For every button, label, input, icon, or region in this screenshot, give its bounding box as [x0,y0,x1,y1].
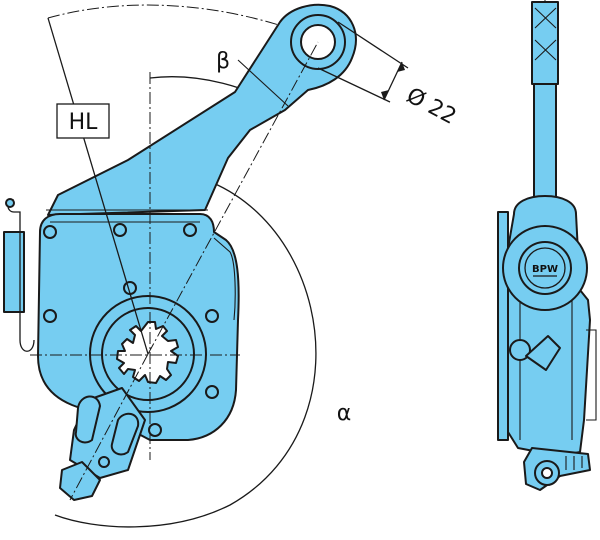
bpw-logo-text: BPW [532,264,558,275]
hl-leader-line [47,17,149,355]
side-lever-hatch [534,7,557,61]
side-lever-top [531,1,559,85]
bolt [205,309,219,323]
housing-rim [46,209,208,223]
side-lever-shaft [533,83,557,205]
bolt [43,309,57,323]
bolt [205,385,219,399]
front-view: HL β α Ø 22 [3,3,460,528]
dim-arrow-top [397,62,405,72]
clip-tip [5,198,15,208]
hl-radius-arc [47,4,301,33]
hl-label-box [56,103,110,139]
housing-bolts [43,223,219,437]
latch-plate [3,231,25,313]
side-flange-plate [497,211,509,441]
logo-disk-ring [524,247,566,289]
alpha-label: α [337,401,352,426]
lug-cap-right [110,412,140,456]
side-clevis-teeth [565,456,583,470]
hl-label: HL [69,110,99,135]
bolt [113,223,127,237]
lever-centerline [147,41,319,355]
lever-arm [47,3,357,216]
dim-extension-1 [337,21,409,69]
side-clevis-hole [541,467,553,479]
lug-cap [74,395,101,444]
side-housing-edges [519,300,597,440]
beta-label: β [216,49,230,74]
alpha-arc [54,169,317,528]
dim-extension-2 [317,67,391,103]
lug-bolt [98,456,110,468]
side-bracket [525,335,561,371]
dim-arrow-bottom [381,90,389,100]
housing-side-edge [213,237,236,321]
bolt [183,223,197,237]
logo-disk-inner [518,241,572,295]
beta-label-bg [212,46,234,74]
lever-arm-edge [237,59,289,107]
bolt [43,225,57,239]
bpw-logo: BPW [532,264,558,277]
side-view: BPW [497,0,597,491]
side-knob [509,339,531,361]
bolt [148,423,162,437]
pin-diameter-label: Ø 22 [402,83,460,130]
worm-centerline [69,353,149,501]
